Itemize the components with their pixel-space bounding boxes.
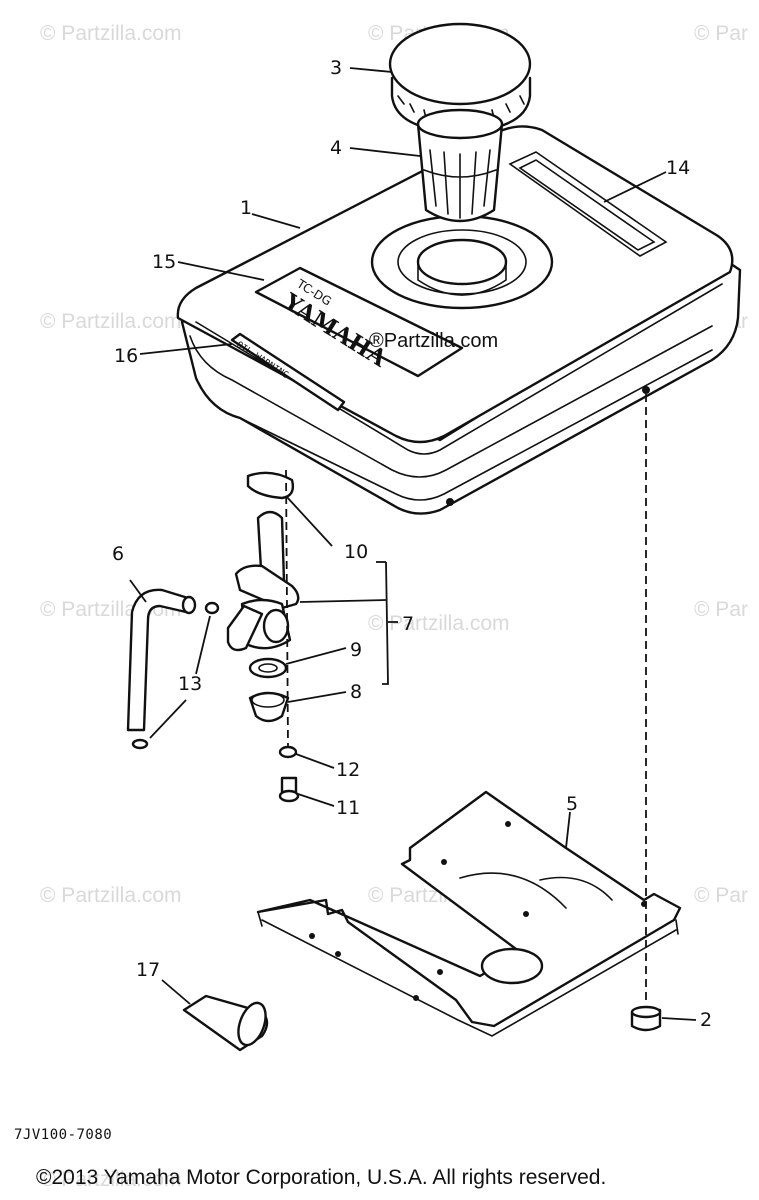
watermark: © Par bbox=[694, 598, 748, 621]
copyright-notice: ©2013 Yamaha Motor Corporation, U.S.A. A… bbox=[36, 1166, 607, 1189]
tank-guard[interactable] bbox=[256, 790, 682, 1037]
callout-10: 10 bbox=[344, 541, 368, 563]
watermark: © Partzilla.com bbox=[368, 612, 510, 635]
callout-6: 6 bbox=[112, 543, 124, 565]
callout-5: 5 bbox=[566, 793, 578, 815]
callout-3: 3 bbox=[330, 57, 342, 79]
fuel-strainer[interactable] bbox=[416, 108, 504, 223]
callout-8: 8 bbox=[350, 681, 362, 703]
callout-7: 7 bbox=[402, 613, 414, 635]
watermark: © Par bbox=[694, 22, 748, 45]
washer[interactable] bbox=[278, 745, 298, 759]
hose-clip[interactable] bbox=[131, 601, 220, 750]
callout-9: 9 bbox=[350, 639, 362, 661]
callout-17: 17 bbox=[136, 959, 160, 981]
diagram-reference-code: 7JV100-7080 bbox=[14, 1127, 113, 1143]
rubber-damper[interactable] bbox=[630, 1005, 662, 1032]
callout-14: 14 bbox=[666, 157, 690, 179]
screw[interactable] bbox=[278, 776, 300, 803]
fuel-cock[interactable] bbox=[226, 471, 300, 723]
callout-4: 4 bbox=[330, 137, 342, 159]
watermark: © Partzilla.com bbox=[40, 22, 182, 45]
callout-11: 11 bbox=[336, 797, 360, 819]
watermark: © Par bbox=[694, 884, 748, 907]
fuel-filter[interactable] bbox=[182, 994, 271, 1052]
watermark: © Partzilla.com bbox=[40, 310, 182, 333]
callout-12: 12 bbox=[336, 759, 360, 781]
callout-13: 13 bbox=[178, 673, 202, 695]
fuel-tank[interactable] bbox=[176, 125, 742, 515]
watermark: © Partzilla.com bbox=[40, 884, 182, 907]
callout-1: 1 bbox=[240, 197, 252, 219]
callout-15: 15 bbox=[152, 251, 176, 273]
callout-16: 16 bbox=[114, 345, 138, 367]
callout-2: 2 bbox=[700, 1009, 712, 1031]
fuel-hose[interactable] bbox=[126, 588, 197, 732]
watermark: © Partzilla.com bbox=[40, 1168, 182, 1191]
center-watermark: ®Partzilla.com bbox=[369, 330, 499, 352]
leader-lines bbox=[129, 67, 697, 1021]
